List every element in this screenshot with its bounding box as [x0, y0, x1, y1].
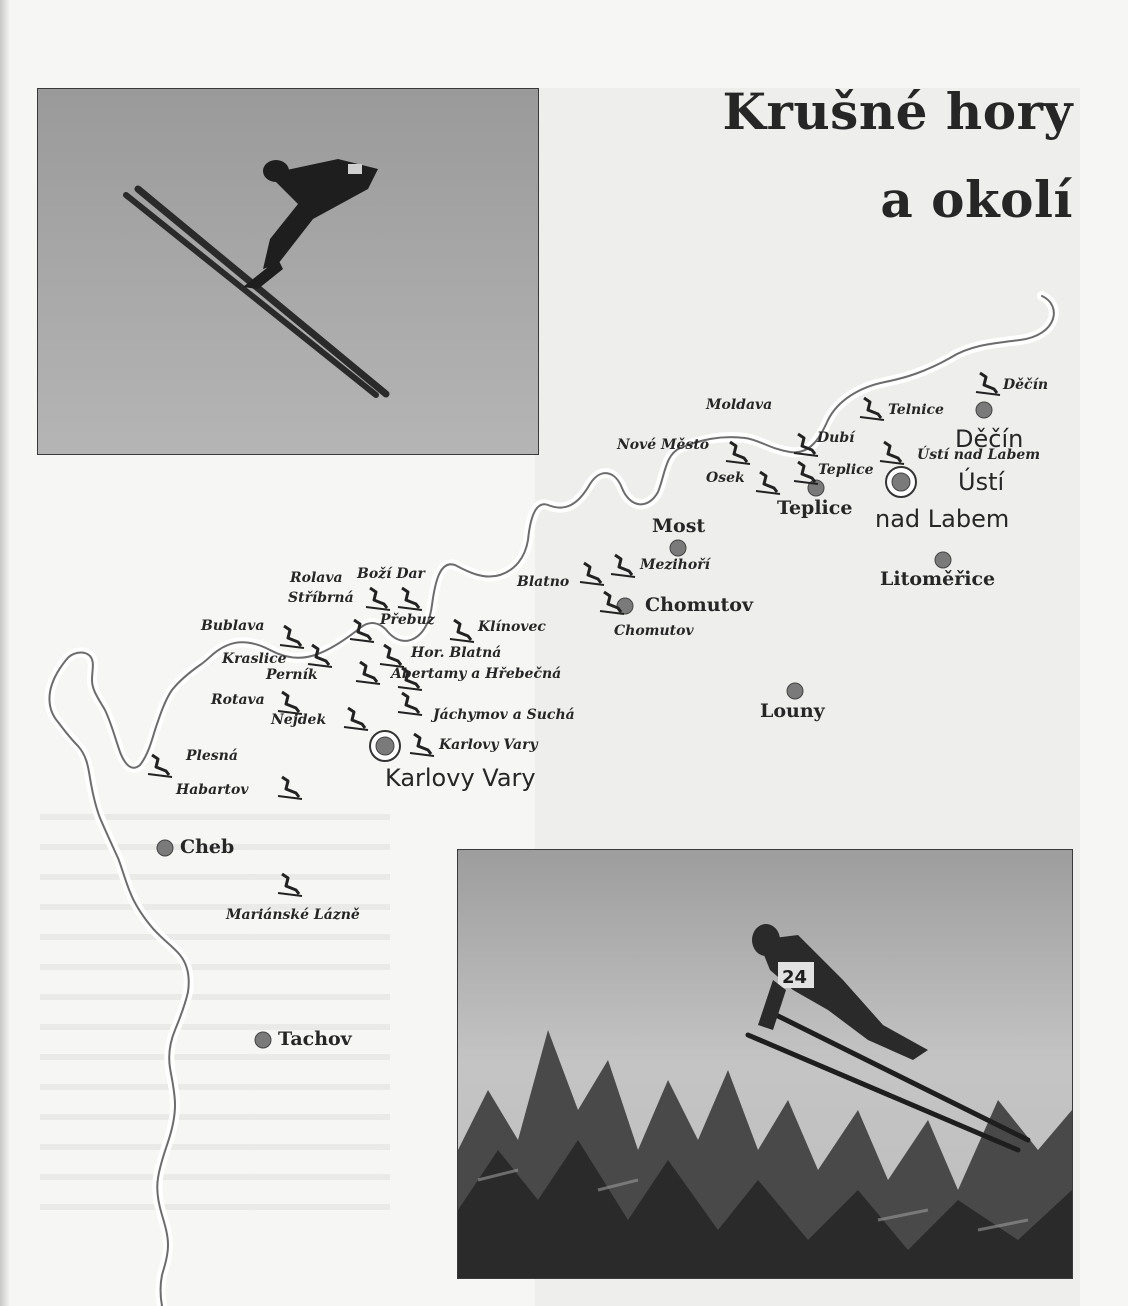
- ski-jump-icon: [307, 643, 333, 668]
- ski-jumper-photo-top: [37, 88, 539, 455]
- ski-jump-label: Teplice: [818, 462, 874, 478]
- ski-jump-icon: [397, 666, 423, 691]
- ski-jump-icon: [379, 643, 405, 668]
- ski-jump-icon: [859, 396, 885, 421]
- city-label: nad Labem: [875, 505, 1010, 533]
- ski-jump-label: Jáchymov a Suchá: [433, 707, 575, 723]
- background-text-block: [40, 790, 390, 1210]
- city-label: Teplice: [777, 497, 853, 519]
- city-label: Tachov: [278, 1028, 352, 1050]
- city-label: Litoměřice: [880, 568, 996, 590]
- ski-jump-icon: [610, 553, 636, 578]
- city-label: Chomutov: [645, 594, 754, 616]
- ski-jump-icon: [409, 732, 435, 757]
- city-dot: [975, 401, 993, 419]
- ski-jump-icon: [599, 590, 625, 615]
- ski-jump-label: Chomutov: [614, 623, 694, 639]
- city-label: Most: [652, 515, 706, 537]
- ski-jump-label: Ústí nad Labem: [917, 447, 1041, 463]
- ski-jump-label: Moldava: [706, 397, 773, 413]
- ski-jump-label: Plesná: [186, 748, 238, 764]
- city-label: Děčín: [955, 425, 1024, 453]
- page-title-line-1: Krušné hory: [722, 82, 1073, 141]
- ski-jump-icon: [755, 470, 781, 495]
- ski-jump-icon: [279, 624, 305, 649]
- ski-jump-label: Abertamy a Hřebečná: [391, 666, 562, 682]
- ski-jump-label: Dubí: [817, 430, 855, 446]
- bib-number: 24: [782, 967, 807, 988]
- ski-jump-label: Rolava: [290, 570, 343, 586]
- city-label: Cheb: [180, 836, 235, 858]
- ski-jump-label: Mezihoří: [640, 557, 710, 573]
- ski-jump-label: Klínovec: [478, 619, 546, 635]
- ski-jump-icon: [277, 872, 303, 897]
- ski-jump-icon: [343, 706, 369, 731]
- ski-jump-label: Nejdek: [271, 712, 327, 728]
- ski-jump-icon: [793, 432, 819, 457]
- city-dot: [254, 1031, 272, 1049]
- ski-jump-icon: [397, 586, 423, 611]
- ski-jump-label: Mariánské Lázně: [226, 907, 360, 923]
- ski-jump-label: Stříbrná: [288, 590, 354, 606]
- state-border-line-edge: [48, 295, 1055, 1306]
- ski-jump-icon: [793, 460, 819, 485]
- ski-jump-icon: [725, 440, 751, 465]
- city-dot: [669, 539, 687, 557]
- ski-jump-icon: [879, 440, 905, 465]
- ski-jumper-photo-bottom: 24: [457, 849, 1073, 1279]
- city-dot: [891, 472, 911, 492]
- ski-jump-label: Perník: [266, 667, 318, 683]
- ski-jump-icon: [349, 618, 375, 643]
- ski-jump-label: Kraslice: [222, 651, 287, 667]
- city-label: Ústí: [958, 468, 1005, 496]
- city-dot: [786, 682, 804, 700]
- page-title-line-2: a okolí: [880, 170, 1073, 229]
- ski-jump-icon: [449, 618, 475, 643]
- ski-jump-label: Habartov: [176, 782, 249, 798]
- ski-jumper-silhouette-bottom: 24: [458, 850, 1072, 1278]
- ski-jump-label: Bublava: [201, 618, 265, 634]
- ski-jump-icon: [147, 753, 173, 778]
- ski-jump-icon: [355, 660, 381, 685]
- ski-jump-label: Nové Město: [617, 437, 710, 453]
- ski-jump-icon: [365, 586, 391, 611]
- ski-jump-icon: [277, 775, 303, 800]
- ski-jump-label: Rotava: [211, 692, 265, 708]
- ski-jump-label: Boží Dar: [357, 566, 425, 582]
- ski-jumper-silhouette-top: [38, 89, 538, 454]
- ski-jump-icon: [579, 561, 605, 586]
- ski-jump-icon: [277, 690, 303, 715]
- city-dot: [934, 551, 952, 569]
- ski-jump-label: Osek: [706, 470, 745, 486]
- ski-jump-label: Karlovy Vary: [439, 737, 538, 753]
- state-border-line: [44, 291, 1059, 1306]
- city-dot: [156, 839, 174, 857]
- ski-jump-label: Telnice: [888, 402, 944, 418]
- city-label: Louny: [760, 700, 825, 722]
- ski-jump-icon: [397, 691, 423, 716]
- page-gutter-shadow: [0, 0, 10, 1306]
- ski-jump-label: Přebuz: [380, 612, 435, 628]
- ski-jump-icon: [975, 371, 1001, 396]
- ski-jump-label: Hor. Blatná: [411, 645, 502, 661]
- city-label: Karlovy Vary: [385, 764, 536, 792]
- ski-jump-label: Blatno: [517, 574, 570, 590]
- city-dot: [375, 736, 395, 756]
- ski-jump-label: Děčín: [1003, 377, 1049, 393]
